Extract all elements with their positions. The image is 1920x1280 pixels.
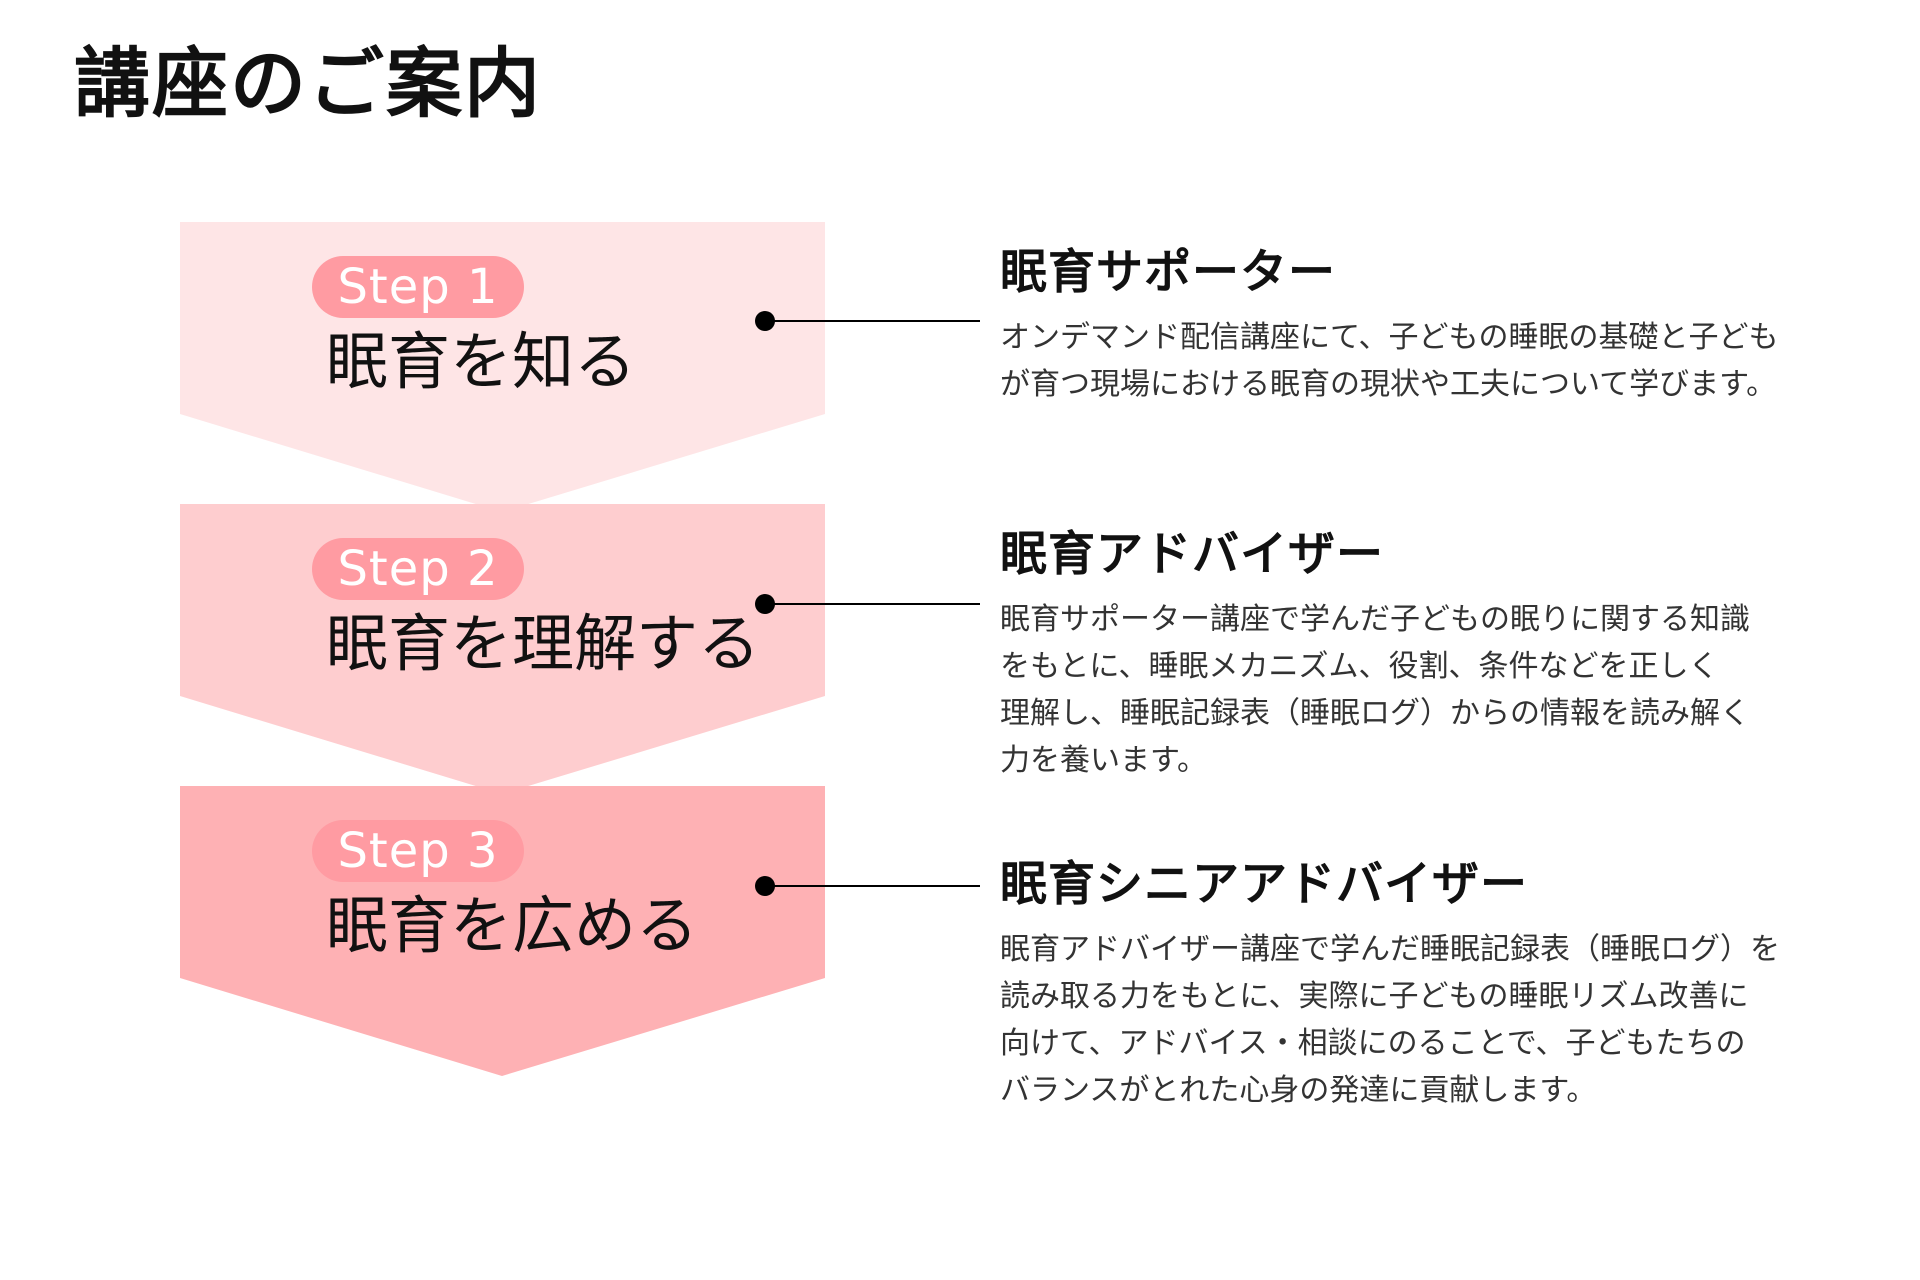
description-line: 眠育サポーター講座で学んだ子どもの眠りに関する知識 <box>1000 602 1750 637</box>
step-3-connector <box>755 874 980 898</box>
step-3-connector-line <box>765 885 980 887</box>
course-supporter-title: 眠育サポーター <box>1000 245 1336 300</box>
step-2-connector-line <box>765 603 980 605</box>
course-adviser-title: 眠育アドバイザー <box>1000 527 1384 582</box>
step-1-badge: Step 1 <box>312 256 524 318</box>
step-3-block: Step 3 眠育を広める <box>180 786 825 1076</box>
step-2-block: Step 2 眠育を理解する <box>180 504 825 794</box>
course-supporter: 眠育サポーター オンデマンド配信講座にて、子どもの睡眠の基礎と子ども が育つ現場… <box>1000 244 1890 408</box>
step-1-connector-line <box>765 320 980 322</box>
course-senior-adviser-description: 眠育アドバイザー講座で学んだ睡眠記録表（睡眠ログ）を 読み取る力をもとに、実際に… <box>1000 926 1890 1114</box>
step-1-title: 眠育を知る <box>326 325 637 398</box>
description-line: オンデマンド配信講座にて、子どもの睡眠の基礎と子ども <box>1000 320 1779 355</box>
description-line: 理解し、睡眠記録表（睡眠ログ）からの情報を読み解く <box>1000 696 1750 731</box>
course-supporter-description: オンデマンド配信講座にて、子どもの睡眠の基礎と子ども が育つ現場における眠育の現… <box>1000 314 1890 408</box>
page-title: 講座のご案内 <box>74 39 542 128</box>
step-2-badge: Step 2 <box>312 538 524 600</box>
description-line: 力を養います。 <box>1000 743 1207 778</box>
step-3-badge: Step 3 <box>312 820 524 882</box>
step-2-title: 眠育を理解する <box>326 607 761 680</box>
description-line: 眠育アドバイザー講座で学んだ睡眠記録表（睡眠ログ）を <box>1000 932 1780 967</box>
course-senior-adviser-title: 眠育シニアアドバイザー <box>1000 857 1528 912</box>
step-1-connector <box>755 309 980 333</box>
course-senior-adviser: 眠育シニアアドバイザー 眠育アドバイザー講座で学んだ睡眠記録表（睡眠ログ）を 読… <box>1000 856 1890 1114</box>
course-adviser: 眠育アドバイザー 眠育サポーター講座で学んだ子どもの眠りに関する知識 をもとに、… <box>1000 526 1890 784</box>
step-2-connector <box>755 592 980 616</box>
description-line: が育つ現場における眠育の現状や工夫について学びます。 <box>1000 367 1777 402</box>
description-line: バランスがとれた心身の発達に貢献します。 <box>1000 1073 1597 1108</box>
description-line: をもとに、睡眠メカニズム、役割、条件などを正しく <box>1000 649 1719 684</box>
step-1-block: Step 1 眠育を知る <box>180 222 825 512</box>
step-3-title: 眠育を広める <box>326 889 699 962</box>
course-adviser-description: 眠育サポーター講座で学んだ子どもの眠りに関する知識 をもとに、睡眠メカニズム、役… <box>1000 596 1890 784</box>
description-line: 向けて、アドバイス・相談にのることで、子どもたちの <box>1000 1026 1746 1061</box>
description-line: 読み取る力をもとに、実際に子どもの睡眠リズム改善に <box>1000 979 1749 1014</box>
